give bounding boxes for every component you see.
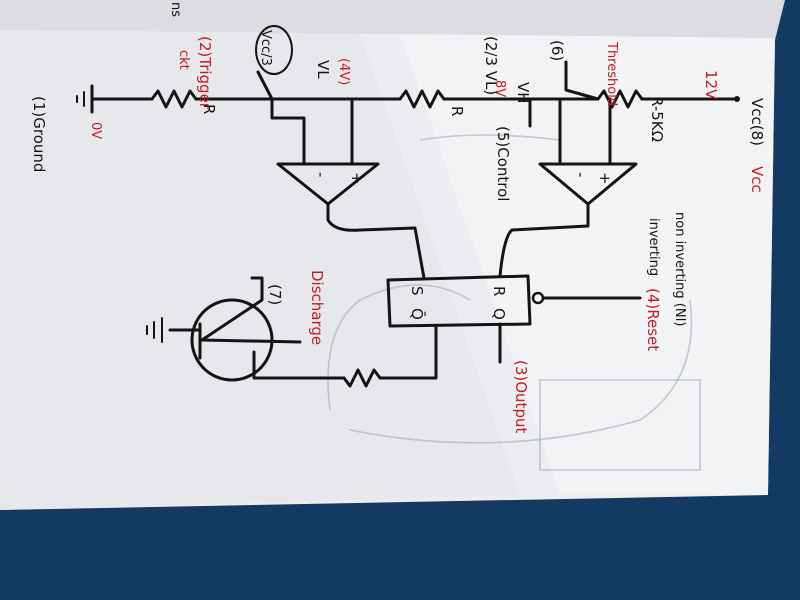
vcc-pin-label: Vcc(8) — [748, 98, 766, 146]
vh-label: VH — [514, 82, 532, 104]
resistor-left-label: R — [200, 104, 218, 114]
vcc-third-circle — [255, 25, 293, 75]
timer-555-schematic — [76, 60, 740, 388]
comparator-lower — [276, 162, 380, 206]
inverting-label: inverting — [646, 218, 661, 276]
base-return-wire — [252, 350, 346, 380]
eight-volt-label: 8V — [492, 80, 507, 97]
resistor-top — [596, 89, 644, 109]
transistor-collector — [200, 276, 264, 342]
resistor-mid — [398, 89, 446, 109]
trigger-sub-label: ckt — [176, 50, 191, 70]
ff-q-label: Q — [490, 308, 508, 320]
transistor-ground-symbol — [146, 317, 163, 343]
comparator-lower-plus: + — [348, 172, 366, 185]
trigger-label: (2)Trigger — [196, 36, 214, 110]
comparator-upper — [538, 162, 638, 206]
comparator-lower-minus: - — [312, 172, 330, 177]
vcc-red-label: Vcc — [748, 166, 766, 193]
zero-volt-label: 0V — [88, 122, 103, 139]
threshold-label: Threshold — [604, 41, 619, 106]
vcc-third-label: Vcc/3 — [258, 30, 273, 66]
control-label: (5)Control — [494, 126, 512, 201]
ground-pin-label: (1)Ground — [30, 96, 48, 172]
qbar-wire — [378, 324, 438, 380]
comparator-lower-minus-wire — [270, 97, 306, 166]
output-label: (3)Output — [512, 360, 530, 433]
reset-label: (4)Reset — [644, 288, 662, 351]
threshold-num-label: (6) — [548, 40, 566, 61]
resistor-top-label: R-5KΩ — [648, 96, 666, 142]
discharge-num-label: (7) — [266, 284, 284, 305]
comparator-upper-plus: + — [596, 172, 614, 185]
threshold-lead — [564, 60, 600, 101]
ground-bars — [76, 91, 85, 107]
twelve-volt-label: 12V — [702, 70, 720, 100]
page-edge-text: ns — [168, 2, 183, 17]
trigger-lead — [256, 70, 274, 101]
vl-label: VL — [314, 60, 332, 79]
resistor-mid-label: R — [448, 106, 466, 116]
show-through-lines — [327, 134, 701, 471]
comparator-upper-output-wire — [498, 202, 590, 278]
ff-qbar-label: Q̄ — [408, 308, 427, 320]
page-shadow — [0, 30, 520, 510]
transistor-emitter — [200, 338, 302, 344]
comparator-lower-output-wire — [326, 202, 426, 280]
annotations: (2)Trigger ckt Vcc/3 (4V) VL (2/3 VL) VH… — [30, 2, 766, 433]
sr-flip-flop — [386, 274, 532, 328]
ff-s-label: S — [408, 286, 426, 296]
resistor-left — [150, 89, 198, 109]
non-inverting-label: non inverting (NI) — [672, 212, 687, 327]
resistor-base — [342, 368, 382, 388]
two-thirds-label: (2/3 VL) — [482, 36, 500, 95]
comparator-upper-minus: - — [572, 172, 590, 177]
vcc-node — [734, 96, 740, 102]
discharge-label: Discharge — [308, 270, 326, 345]
previous-page-edge — [0, 0, 785, 40]
vl-volts-label: (4V) — [336, 58, 351, 85]
ff-r-label: R — [490, 286, 508, 296]
